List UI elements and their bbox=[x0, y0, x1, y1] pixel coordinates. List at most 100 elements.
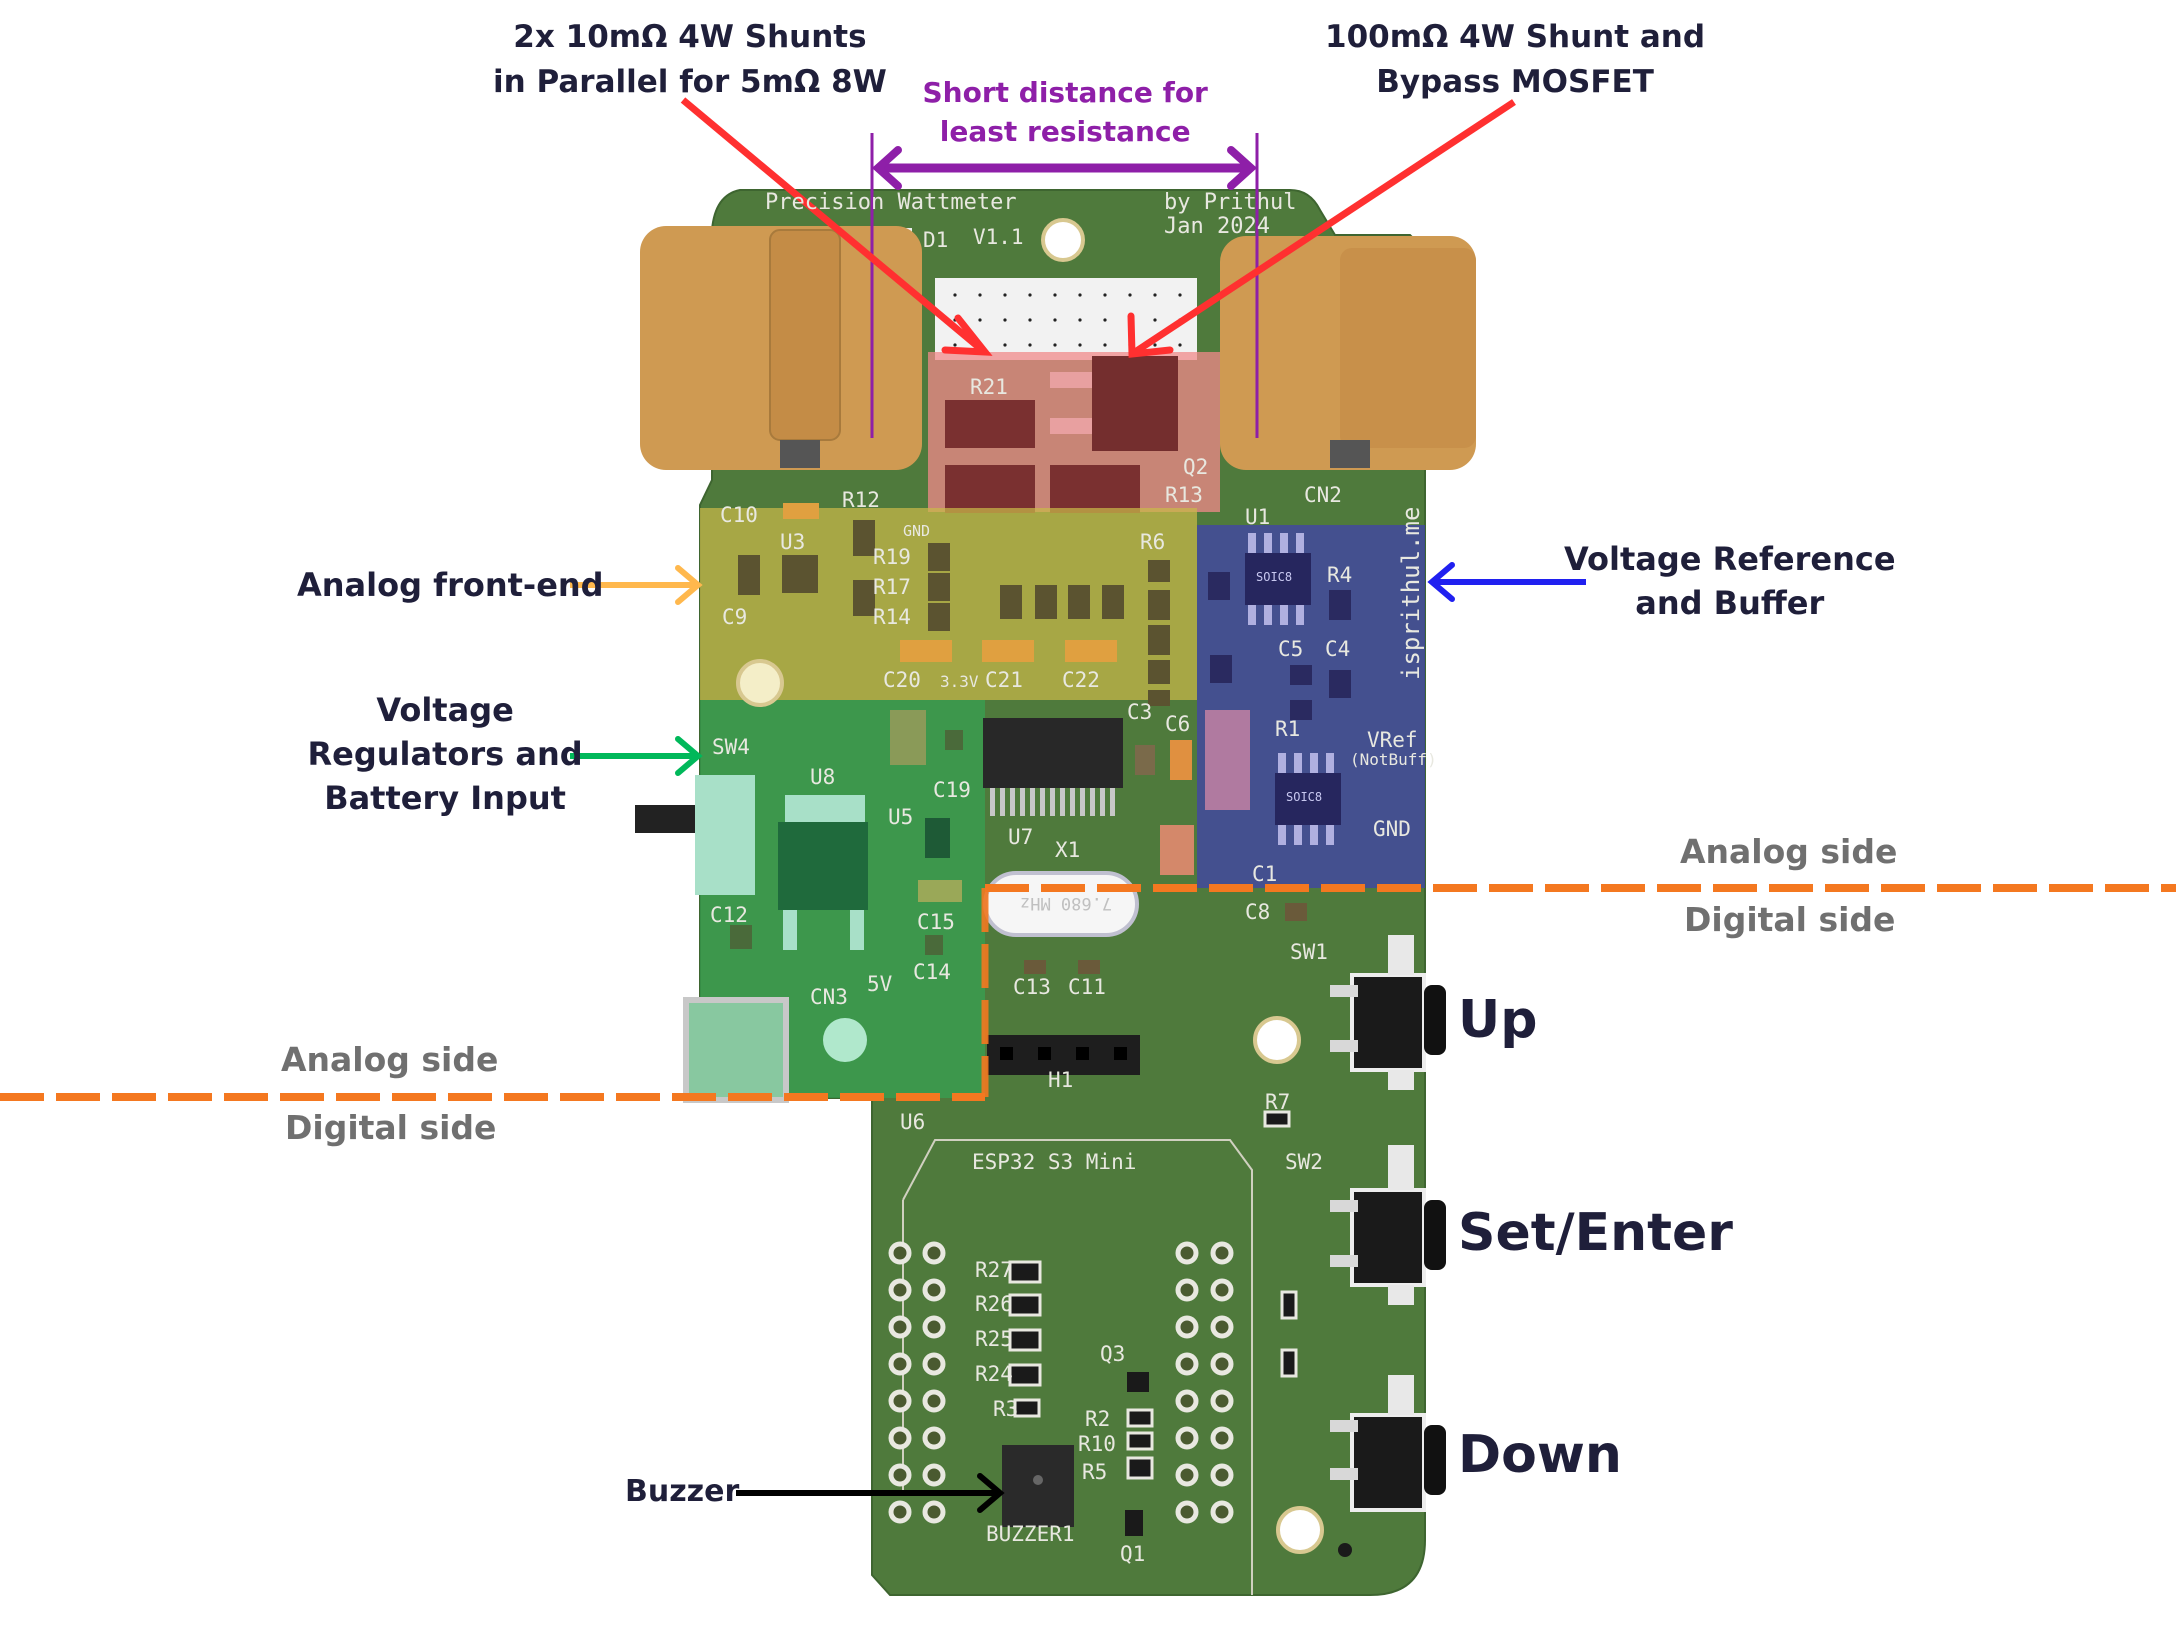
label-regulators-line2: Regulators and bbox=[307, 735, 583, 774]
label-buzzer: Buzzer bbox=[625, 1474, 740, 1509]
ref-u7: U7 bbox=[1008, 825, 1034, 849]
label-regulators-line1: Voltage bbox=[376, 691, 514, 729]
label-button-down: Down bbox=[1458, 1425, 1622, 1485]
mounting-hole bbox=[1253, 1016, 1301, 1064]
board-version: V1.1 bbox=[973, 225, 1024, 249]
arrow-shunts bbox=[680, 97, 985, 353]
ref-gnd-vref: GND bbox=[1373, 817, 1411, 841]
chip-u1 bbox=[1245, 553, 1311, 605]
ref-c8: C8 bbox=[1245, 900, 1271, 924]
mounting-hole bbox=[736, 659, 784, 707]
mounting-hole bbox=[1041, 218, 1085, 262]
board-date: Jan 2024 bbox=[1164, 214, 1270, 239]
ref-sw2: SW2 bbox=[1285, 1150, 1323, 1174]
label-vref: Voltage Reference and Buffer bbox=[1564, 537, 1896, 625]
button-actuator-set bbox=[1424, 1200, 1446, 1270]
connector-cn1 bbox=[640, 226, 922, 470]
ref-c19: C19 bbox=[933, 778, 971, 802]
capacitor-c7 bbox=[1205, 710, 1250, 810]
ref-r10: R10 bbox=[1078, 1432, 1116, 1456]
arrow-mosfet bbox=[1133, 99, 1516, 355]
ref-c9: C9 bbox=[722, 605, 748, 629]
button-actuator-down bbox=[1424, 1425, 1446, 1495]
mounting-hole bbox=[823, 1018, 867, 1062]
transistor-q3 bbox=[1127, 1372, 1149, 1392]
ref-sw4: SW4 bbox=[712, 735, 750, 759]
transistor-q1 bbox=[1125, 1510, 1143, 1536]
battery-connector-cn3 bbox=[683, 997, 789, 1103]
ref-cn3: CN3 bbox=[810, 985, 848, 1009]
label-analog-frontend: Analog front-end bbox=[297, 566, 604, 604]
ref-r12: R12 bbox=[842, 488, 880, 512]
label-shunts-line1: 2x 10mΩ 4W Shunts bbox=[513, 19, 867, 55]
shunt-r20 bbox=[945, 465, 1035, 513]
ref-r2: R2 bbox=[1085, 1407, 1111, 1431]
ref-r5: R5 bbox=[1082, 1460, 1108, 1484]
crystal-frequency: 7.680 MHz bbox=[1020, 893, 1113, 913]
ref-q2: Q2 bbox=[1183, 455, 1209, 479]
ref-r21: R21 bbox=[970, 375, 1008, 399]
ref-c13: C13 bbox=[1013, 975, 1051, 999]
ref-r4: R4 bbox=[1327, 563, 1353, 587]
ref-c3: C3 bbox=[1127, 700, 1153, 724]
label-digital-side-right: Digital side bbox=[1684, 900, 1896, 939]
website-silkscreen: isprithul.me bbox=[1397, 506, 1425, 680]
chip-u1-package: SOIC8 bbox=[1256, 570, 1293, 584]
shunt-r13 bbox=[1050, 465, 1140, 513]
ref-r6: R6 bbox=[1140, 530, 1166, 554]
tactile-switch-sw3 bbox=[1330, 1375, 1446, 1512]
ref-c5: C5 bbox=[1278, 637, 1304, 661]
ref-c6: C6 bbox=[1165, 712, 1191, 736]
label-button-up: Up bbox=[1458, 990, 1538, 1050]
ref-vref-notbuff: (NotBuff) bbox=[1350, 750, 1437, 769]
label-shunt-mosfet-line1: 100mΩ 4W Shunt and bbox=[1325, 19, 1706, 55]
ref-r17: R17 bbox=[873, 575, 911, 599]
ref-c20: C20 bbox=[883, 668, 921, 692]
ref-r25: R25 bbox=[975, 1327, 1013, 1351]
label-shunts: 2x 10mΩ 4W Shunts in Parallel for 5mΩ 8W bbox=[493, 15, 887, 105]
ref-c22: C22 bbox=[1062, 668, 1100, 692]
label-short-distance-line2: least resistance bbox=[939, 115, 1191, 149]
ref-q1: Q1 bbox=[1120, 1542, 1146, 1566]
shunt-r21 bbox=[945, 400, 1035, 448]
ref-5v: 5V bbox=[867, 972, 893, 996]
ref-x1: X1 bbox=[1055, 838, 1081, 862]
chip-u2-package: SOIC8 bbox=[1286, 790, 1323, 804]
label-vref-line1: Voltage Reference bbox=[1564, 540, 1896, 578]
label-regulators-line3: Battery Input bbox=[324, 779, 566, 818]
board-author: by Prithul bbox=[1164, 190, 1297, 215]
ref-vref: VRef bbox=[1367, 728, 1418, 752]
label-short-distance-line1: Short distance for bbox=[922, 76, 1208, 109]
label-regulators: Voltage Regulators and Battery Input bbox=[308, 688, 583, 820]
label-shunt-mosfet-line2: Bypass MOSFET bbox=[1376, 63, 1654, 100]
buzzer bbox=[1002, 1445, 1074, 1527]
ref-cn2: CN2 bbox=[1304, 483, 1342, 507]
ref-r1: R1 bbox=[1275, 717, 1301, 741]
ref-c14: C14 bbox=[913, 960, 951, 984]
ref-r13: R13 bbox=[1165, 483, 1203, 507]
ref-u3: U3 bbox=[780, 530, 806, 554]
mosfet-q2 bbox=[1092, 356, 1178, 451]
board-title: Precision Wattmeter bbox=[765, 190, 1017, 215]
module-label: ESP32 S3 Mini bbox=[972, 1150, 1137, 1174]
label-shunts-line2: in Parallel for 5mΩ 8W bbox=[493, 63, 887, 100]
ref-d1: D1 bbox=[923, 228, 949, 252]
ref-c10: C10 bbox=[720, 503, 758, 527]
ref-buzzer1: BUZZER1 bbox=[986, 1522, 1075, 1546]
regulator-u5 bbox=[925, 818, 950, 858]
ref-c4: C4 bbox=[1325, 637, 1351, 661]
ref-u5: U5 bbox=[888, 805, 914, 829]
regulator-u8 bbox=[778, 822, 868, 910]
chip-u2 bbox=[1275, 773, 1341, 825]
module-pins bbox=[888, 1241, 1234, 1524]
ref-c1: C1 bbox=[1252, 862, 1278, 886]
label-vref-line2: and Buffer bbox=[1635, 584, 1825, 623]
ref-c21: C21 bbox=[985, 668, 1023, 692]
ref-r26: R26 bbox=[975, 1292, 1013, 1316]
slide-switch-sw4 bbox=[695, 775, 755, 895]
label-shunt-mosfet: 100mΩ 4W Shunt and Bypass MOSFET bbox=[1325, 15, 1705, 105]
label-digital-side-left: Digital side bbox=[285, 1108, 497, 1147]
ref-c11: C11 bbox=[1068, 975, 1106, 999]
ref-c12: C12 bbox=[710, 903, 748, 927]
